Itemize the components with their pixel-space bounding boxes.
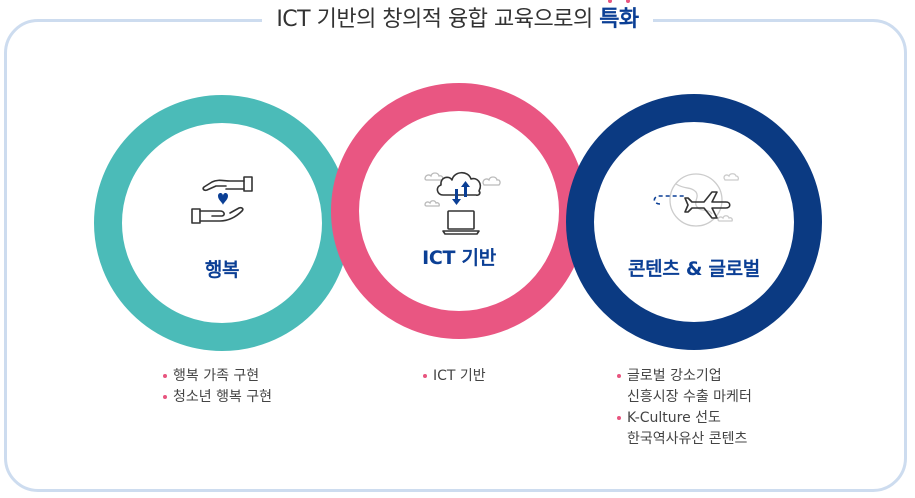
global-list: 글로벌 강소기업 신흥시장 수출 마케터 K-Culture 선도 한국역사유산… — [617, 366, 752, 450]
hands-heart-icon — [191, 176, 253, 224]
circle-label-ict: ICT 기반 — [422, 247, 496, 269]
section-title: ICT 기반의 창의적 융합 교육으로의 특화 — [262, 0, 653, 36]
list-subitem: 한국역사유산 콘텐츠 — [627, 431, 748, 447]
list-item: K-Culture 선도 — [617, 408, 752, 429]
cloud-laptop-icon — [424, 171, 501, 235]
globe-airplane-icon — [653, 173, 740, 227]
circle-ict: ICT 기반 — [331, 83, 587, 339]
circle-global: 콘텐츠 & 글로벌 — [566, 94, 822, 350]
circle-label-global: 콘텐츠 & 글로벌 — [628, 258, 760, 280]
list-item: 행복 가족 구현 — [163, 366, 272, 387]
ict-list: ICT 기반 — [423, 366, 486, 387]
happiness-list: 행복 가족 구현 청소년 행복 구현 — [163, 366, 272, 408]
list-item: ICT 기반 — [423, 366, 486, 387]
title-prefix: ICT 기반의 창의적 융합 교육으로의 — [276, 7, 600, 32]
emphasis-dots — [601, 0, 636, 3]
circle-label-happiness: 행복 — [204, 259, 240, 281]
circle-happiness: 행복 — [94, 95, 350, 351]
list-item: 청소년 행복 구현 — [163, 387, 272, 408]
title-bar: ICT 기반의 창의적 융합 교육으로의 특화 — [0, 0, 915, 36]
title-highlight: 특화 — [599, 0, 639, 32]
list-subitem: 신흥시장 수출 마케터 — [627, 389, 752, 405]
list-item: 글로벌 강소기업 — [617, 366, 752, 387]
